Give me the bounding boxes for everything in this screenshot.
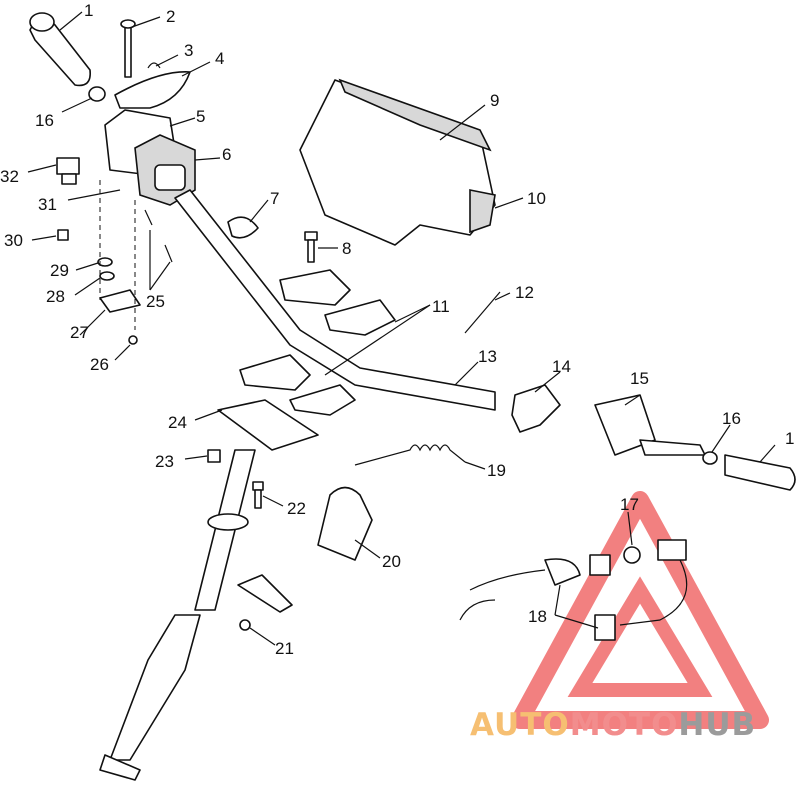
callout-nut-23: 23 [155,452,174,471]
part-bracket-plate [99,289,141,313]
callout-throttle-housing: 5 [196,107,205,126]
callout-washer-29: 29 [50,261,69,280]
part-column-collar [207,513,249,531]
callout-cable-clip: 7 [270,189,279,208]
part-instrument-cover [299,79,496,246]
callout-brake-master: 15 [630,369,649,388]
svg-text:AUTOMOTOHUB: AUTOMOTOHUB [470,707,756,743]
part-handlebar [174,189,496,411]
part-nut-23 [207,449,221,463]
callout-upper-clamp: 11 [432,297,450,316]
part-mount-bracket [317,486,373,561]
part-screws-25 [144,209,173,263]
part-lower-clamp [217,354,356,451]
part-screw-26 [128,335,138,345]
callout-instrument-cover: 9 [490,91,499,110]
part-washer-29 [97,257,113,267]
part-cable-clip [227,216,259,239]
watermark-hub: HUB [678,707,756,743]
callout-pin: 2 [166,7,175,26]
part-instrument-cover-foam [338,78,492,152]
callout-wire-harness: 18 [528,607,547,626]
part-pin [120,19,136,78]
callout-mount-bracket: 20 [382,552,401,571]
callout-grip-left: 1 [84,1,93,20]
part-brake-bracket [511,384,561,433]
part-foam-strip [469,189,496,234]
part-switch [56,157,80,185]
part-steering-arm-foot [99,754,141,781]
callout-foam-strip: 10 [527,189,546,208]
part-heater-coil [354,444,466,466]
part-control-block [134,134,196,206]
callout-handlebar: 13 [478,347,497,366]
part-steering-arm [109,614,201,761]
callout-bolt-8: 8 [342,239,351,258]
part-grip-right [724,454,796,491]
callout-switch: 32 [0,167,19,186]
callout-end-cap-left: 16 [35,111,54,130]
part-key-switch [544,539,687,586]
callout-control-block: 6 [222,145,231,164]
part-end-cap-right [702,451,718,465]
callout-cable-tie: 12 [515,283,534,302]
part-upper-clamp [279,269,396,336]
callout-sleeve: 21 [275,639,294,658]
part-bolt-22 [252,481,264,509]
callout-nut-30: 30 [4,231,23,250]
part-brake-master [594,394,706,456]
watermark-auto: AUTO [470,707,570,743]
part-bolt-8 [304,231,318,263]
part-end-cap-left [88,86,106,102]
guide-dash-left [99,180,136,330]
part-cable-tie [464,291,501,334]
callout-end-cap-right: 16 [722,409,741,428]
watermark-logo: AUTOMOTOHUB [470,491,769,743]
part-nut-30 [57,229,69,241]
callout-clip: 3 [184,41,193,60]
callout-part-31: 31 [38,195,57,214]
callout-key-switch: 17 [620,495,639,514]
callout-heater-coil: 19 [487,461,506,480]
callout-screws-25: 25 [146,292,165,311]
part-sleeve [237,574,293,631]
callout-labels: 1 2 3 4 16 5 6 32 31 7 9 10 30 8 29 28 2… [0,1,794,658]
part-washer-28 [99,271,115,281]
callout-brake-bracket: 14 [552,357,571,376]
leader-lines [27,11,776,646]
callout-grip-right: 1 [785,429,794,448]
part-grip-left [29,12,92,87]
watermark-moto: MOTO [570,707,679,743]
callout-bracket-plate: 27 [70,323,89,342]
callout-lower-clamp: 24 [168,413,187,432]
callout-bolt-22: 22 [287,499,306,518]
watermark-triangle [511,491,769,729]
part-clip [147,62,161,69]
callout-screw-26: 26 [90,355,109,374]
callout-throttle-lever: 4 [215,49,224,68]
callout-washer-28: 28 [46,287,65,306]
